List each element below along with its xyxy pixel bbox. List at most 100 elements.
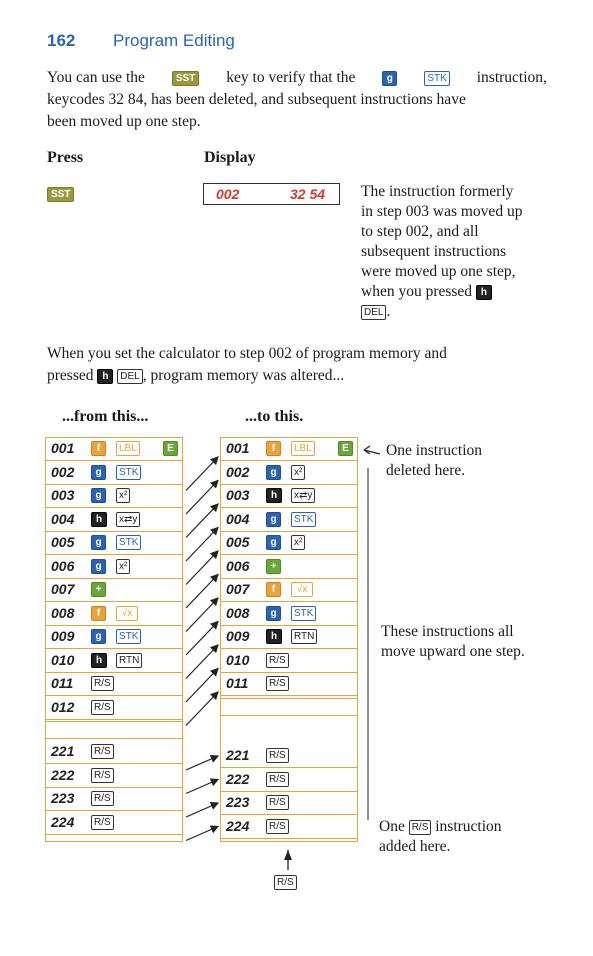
display-code: 32 54	[290, 186, 326, 202]
h-key-icon: h	[91, 511, 107, 527]
intro-text-2: key to verify that the	[226, 69, 356, 86]
press-heading: Press	[47, 149, 84, 166]
program-step-row: 004 h x⇄y	[46, 509, 182, 532]
step-number: 222	[226, 770, 250, 787]
explain-line: DEL.	[361, 302, 547, 322]
program-step-row: 222 R/S	[46, 765, 182, 788]
step-number: 010	[51, 651, 75, 668]
shift-arrow	[185, 802, 220, 818]
h-key-icon: h	[266, 629, 282, 644]
step-number: 004	[226, 510, 250, 527]
e-key-icon: E	[163, 441, 178, 456]
step-number: 008	[226, 604, 250, 621]
step-number: 003	[51, 487, 75, 503]
program-step-row: 006+	[221, 556, 357, 579]
rs-key-icon: R/S	[91, 814, 114, 830]
intro-paragraph: You can use the SST key to verify that t…	[47, 67, 547, 133]
note-text: One	[379, 818, 405, 835]
f-key-icon: f	[91, 605, 106, 621]
stk-key-icon: STK	[291, 605, 317, 621]
explain-line: were moved up one step,	[361, 263, 516, 280]
shift-arrows	[185, 456, 220, 842]
step-number: 011	[226, 675, 249, 691]
g-key-icon: g	[91, 629, 106, 644]
program-step-row: 003 g x²	[46, 485, 182, 508]
shift-arrow	[185, 778, 220, 795]
note-line: move upward one step.	[381, 643, 525, 660]
rs-key-icon: R/S	[266, 771, 289, 787]
shift-arrow	[185, 526, 219, 562]
rs-key-icon: R/S	[266, 748, 289, 763]
intro-text-1: You can use the	[47, 69, 145, 86]
stk-key-icon: STK	[291, 511, 317, 527]
sst-key-icon: SST	[171, 70, 200, 86]
rs-key-icon: R/S	[91, 744, 114, 759]
program-step-row: 007 f √x	[221, 579, 357, 602]
display-step: 002	[216, 186, 240, 202]
step-number: 221	[51, 743, 75, 759]
explain-line: when you pressed h	[361, 282, 547, 302]
explain-line: The instruction formerly	[361, 183, 514, 200]
rs-key-icon: R/S	[91, 676, 114, 691]
step-number: 004	[51, 510, 75, 527]
f-key-icon: f	[266, 582, 281, 597]
para2-line-2: pressed h DEL, program memory was altere…	[47, 365, 547, 387]
shift-arrow	[185, 644, 219, 679]
explanation-text: The instruction formerly in step 003 was…	[361, 182, 547, 322]
memory-gap	[221, 698, 357, 716]
x-swap-y-key-icon: x⇄y	[116, 511, 141, 527]
program-step-row: 221 R/S	[46, 741, 182, 764]
program-step-row: 007+	[46, 579, 182, 602]
g-key-icon: g	[266, 535, 281, 550]
stk-key-icon: STK	[116, 535, 142, 550]
h-key-icon: h	[97, 368, 114, 384]
step-number: 001	[51, 440, 75, 456]
step-number: 007	[226, 581, 250, 597]
g-key-icon: g	[266, 464, 281, 480]
shift-arrow	[185, 755, 220, 771]
shift-arrow	[185, 667, 219, 703]
rs-key-icon: R/S	[91, 767, 114, 783]
explain-line: subsequent instructions	[361, 243, 507, 260]
step-number: 221	[226, 747, 250, 763]
del-key-icon: DEL	[117, 368, 143, 384]
page-number: 162	[47, 31, 76, 50]
program-step-row: 224 R/S	[46, 812, 182, 835]
step-number: 222	[51, 766, 75, 783]
g-key-icon: g	[91, 488, 106, 503]
lbl-key-icon: LBL	[291, 441, 315, 456]
up-arrow-icon	[284, 850, 292, 870]
step-number: 006	[51, 557, 75, 574]
note-added: One R/S instruction added here.	[379, 817, 502, 857]
stk-key-icon: STK	[116, 629, 142, 644]
f-key-icon: f	[91, 441, 106, 456]
g-key-icon: g	[266, 605, 281, 621]
shift-arrow	[185, 456, 219, 491]
step-number: 009	[51, 628, 75, 644]
step-number: 003	[226, 487, 250, 503]
rs-key-icon: R/S	[91, 791, 114, 806]
note-line: One instruction	[386, 442, 482, 459]
shift-arrow	[185, 620, 219, 656]
step-number: 223	[226, 794, 250, 810]
note-line: deleted here.	[386, 462, 466, 479]
step-number: 001	[226, 440, 250, 456]
sqrt-key-icon: √x	[291, 582, 313, 597]
step-number: 224	[51, 813, 75, 830]
rtn-key-icon: RTN	[291, 629, 318, 644]
explain-line: to step 002, and all	[361, 223, 479, 240]
x-squared-key-icon: x²	[116, 488, 131, 503]
g-key-icon: g	[91, 535, 106, 550]
